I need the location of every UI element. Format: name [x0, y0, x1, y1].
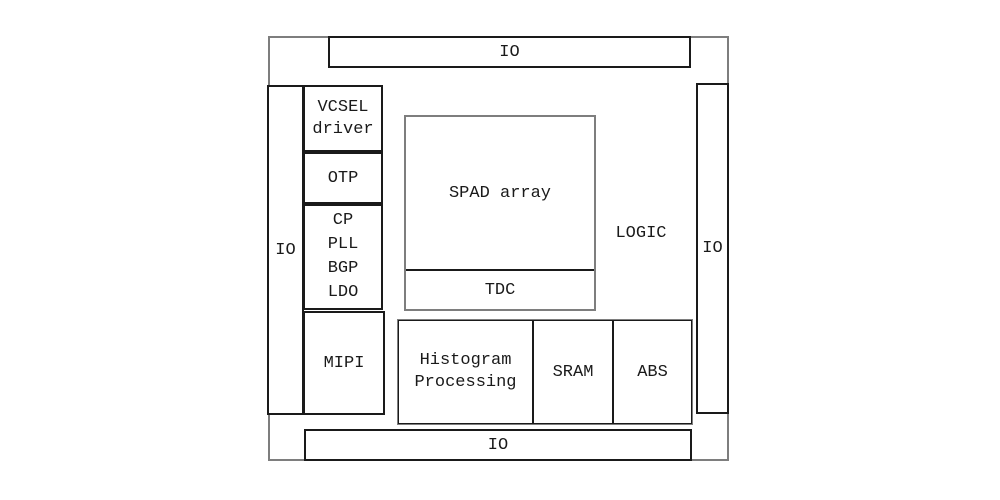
vcsel-driver-label-line1: VCSEL — [317, 97, 369, 117]
block-sram: SRAM — [533, 320, 613, 424]
block-bottom-group: Histogram Processing SRAM ABS — [397, 319, 693, 425]
analog-label-ldo: LDO — [327, 283, 359, 302]
logic-region-label: LOGIC — [615, 223, 667, 243]
io-bottom-label: IO — [487, 435, 509, 455]
histogram-label-line2: Processing — [414, 373, 517, 392]
io-top-label: IO — [499, 42, 520, 62]
spad-array-label: SPAD array — [448, 183, 552, 203]
vcsel-driver-label-line2: driver — [312, 119, 374, 139]
sram-label: SRAM — [552, 362, 594, 382]
block-io-right: IO — [696, 83, 729, 414]
block-otp: OTP — [303, 152, 383, 204]
block-analog-cp-pll-bgp-ldo: CP PLL BGP LDO — [303, 204, 383, 310]
block-io-left: IO — [267, 85, 304, 415]
abs-label: ABS — [637, 362, 668, 382]
tdc-label: TDC — [484, 280, 516, 300]
histogram-label-line1: Histogram — [419, 351, 512, 370]
block-tdc: TDC — [406, 269, 594, 309]
block-io-top: IO — [328, 36, 691, 68]
block-vcsel-driver: VCSEL driver — [303, 85, 383, 152]
block-spad-tdc-group: SPAD array TDC — [404, 115, 596, 311]
io-right-label: IO — [702, 239, 723, 258]
block-spad-array: SPAD array — [406, 117, 594, 269]
io-left-label: IO — [275, 240, 296, 260]
block-mipi: MIPI — [303, 311, 385, 415]
otp-label: OTP — [327, 168, 359, 188]
block-abs: ABS — [613, 320, 692, 424]
block-io-bottom: IO — [304, 429, 692, 461]
analog-label-pll: PLL — [327, 235, 359, 254]
mipi-label: MIPI — [323, 353, 365, 373]
block-histogram-processing: Histogram Processing — [398, 320, 533, 424]
analog-label-bgp: BGP — [327, 259, 359, 278]
analog-label-cp: CP — [332, 211, 354, 230]
